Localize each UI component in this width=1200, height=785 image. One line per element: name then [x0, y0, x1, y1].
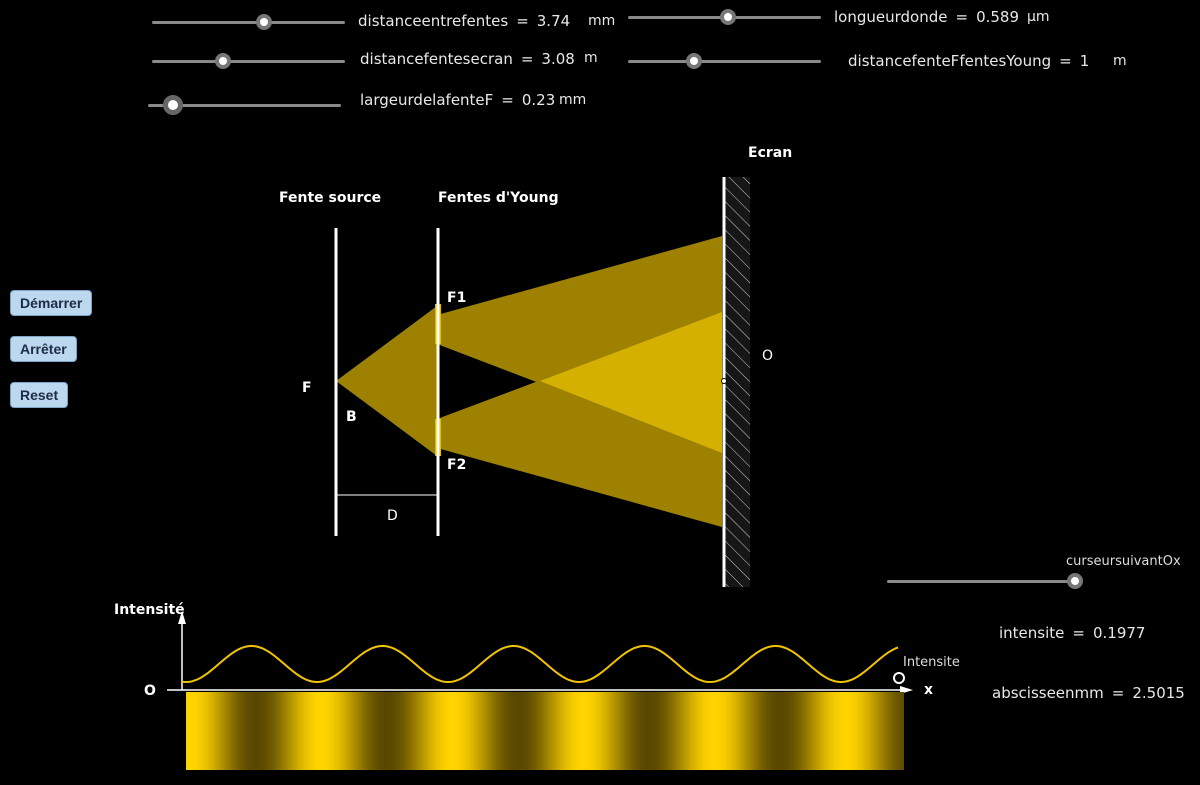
graph-ylabel: Intensité [114, 602, 185, 618]
graph-origin-label: O [144, 683, 156, 699]
ecran-title: Ecran [748, 145, 793, 161]
slider-knob[interactable] [685, 53, 702, 69]
equals-sign: = [1072, 624, 1085, 642]
fentes-young-title: Fentes d'Young [438, 190, 559, 206]
label-F2: F2 [447, 457, 467, 473]
label-O: O [762, 348, 774, 364]
stop-button[interactable]: Arrêter [10, 336, 77, 362]
intensity-curve [181, 645, 899, 684]
slider-value: 0.23 [521, 91, 556, 109]
start-button[interactable]: Démarrer [10, 290, 93, 316]
origin-point-O [721, 378, 727, 384]
slider-knob[interactable] [255, 14, 272, 30]
readout-value: 2.5015 [1132, 684, 1185, 702]
graph-xlabel: x [924, 682, 934, 698]
beam-overlap [540, 312, 722, 453]
slider-name: largeurdelafenteF [360, 91, 494, 109]
slider-curseur-suivant-Ox[interactable] [887, 573, 1084, 589]
label-F1: F1 [447, 290, 467, 306]
equals-sign: = [1111, 684, 1125, 702]
slider-distance-fentes-ecran[interactable] [152, 53, 345, 69]
ecran-hatch-lines [724, 177, 750, 587]
slider-name: distancefentesecran [360, 50, 513, 68]
slider-distance-fente-F-fentes-young[interactable] [628, 53, 821, 69]
label-F: F [302, 380, 312, 396]
label-B: B [346, 409, 357, 425]
slider-distance-entre-fentes[interactable] [152, 14, 345, 30]
readout-name: intensite [999, 624, 1065, 642]
slider-knob[interactable] [215, 53, 232, 69]
equals-sign: = [1059, 52, 1072, 70]
equals-sign: = [520, 50, 534, 68]
slider-track [887, 580, 1083, 583]
slider-value: 3.74 [536, 12, 571, 30]
unit-distance-fente-F-fentes-young: m [1113, 53, 1127, 69]
fringe-pattern [186, 692, 904, 770]
equals-sign: = [516, 12, 529, 30]
label-longueur-onde: longueurdonde = 0.589 [834, 8, 1019, 26]
y-axis-arrow [178, 611, 186, 624]
slider-value: 1 [1079, 52, 1090, 70]
slider-track [628, 60, 821, 63]
beam-source-to-slits [336, 306, 437, 456]
label-D: D [387, 508, 398, 524]
curseur-label: curseursuivantOx [1066, 554, 1181, 569]
slider-knob[interactable] [1067, 573, 1084, 589]
slider-name: longueurdonde [834, 8, 948, 26]
label-distance-fente-F-fentes-young: distancefenteFfentesYoung = 1 [848, 52, 1089, 70]
readout-value: 0.1977 [1092, 624, 1146, 642]
readout-intensite: intensite = 0.1977 [999, 624, 1145, 642]
readout-abscisse: abscisseenmm = 2.5015 [992, 684, 1185, 702]
unit-distance-fentes-ecran: m [584, 50, 598, 66]
equals-sign: = [955, 8, 969, 26]
unit-largeur-fente-F: mm [559, 92, 587, 108]
readout-name: abscisseenmm [992, 684, 1104, 702]
label-distance-entre-fentes: distanceentrefentes = 3.74 [358, 12, 570, 30]
slider-track [152, 60, 345, 63]
slider-value: 3.08 [541, 50, 575, 68]
fente-source-title: Fente source [279, 190, 382, 206]
unit-distance-entre-fentes: mm [588, 13, 616, 29]
young-slits-diagram [334, 177, 750, 587]
unit-longueur-onde: μm [1027, 9, 1050, 25]
curve-label: Intensite [903, 655, 960, 670]
slider-track [152, 21, 345, 24]
slider-longueur-onde[interactable] [628, 9, 821, 25]
slider-knob[interactable] [163, 95, 184, 115]
equals-sign: = [501, 91, 514, 109]
cursor-point[interactable] [893, 672, 905, 684]
slider-name: distanceentrefentes [358, 12, 509, 30]
slider-largeur-fente-F[interactable] [148, 95, 341, 115]
slider-name: distancefenteFfentesYoung [848, 52, 1052, 70]
label-distance-fentes-ecran: distancefentesecran = 3.08 [360, 50, 575, 68]
label-largeur-fente-F: largeurdelafenteF = 0.23 [360, 91, 555, 109]
slider-value: 0.589 [976, 8, 1020, 26]
slider-track [148, 104, 341, 107]
slider-knob[interactable] [720, 9, 737, 25]
reset-button[interactable]: Reset [10, 382, 69, 408]
